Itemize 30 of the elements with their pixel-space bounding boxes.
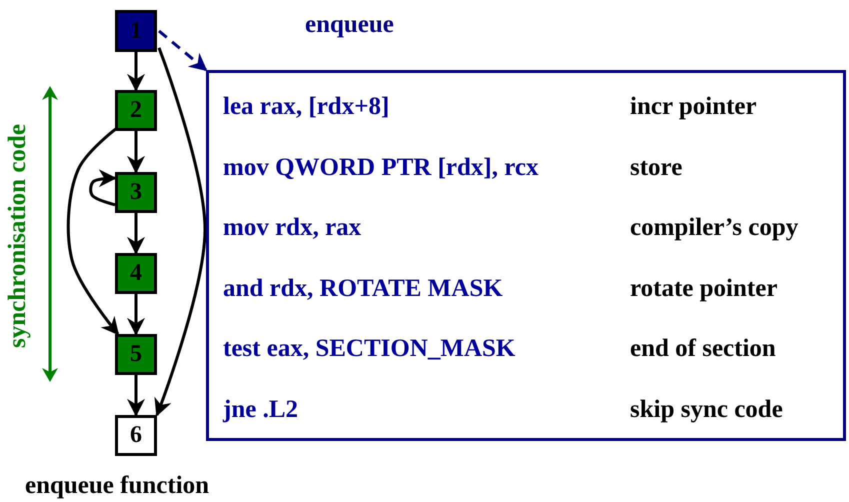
arrow	[154, 47, 206, 417]
code-comment: incr pointer	[630, 93, 757, 121]
assembly-instruction: test eax, SECTION_MASK	[223, 335, 516, 363]
assembly-instruction: mov rdx, rax	[223, 214, 362, 242]
code-comment: rotate pointer	[630, 274, 778, 302]
vertical-label: synchronisation code	[4, 123, 32, 350]
arrow	[127, 131, 145, 174]
code-comment: compiler’s copy	[630, 214, 798, 242]
assembly-instruction: mov QWORD PTR [rdx], rcx	[223, 154, 538, 182]
arrow	[89, 169, 117, 206]
code-comment: skip sync code	[630, 396, 783, 424]
arrow	[127, 375, 145, 417]
code-comment: store	[630, 154, 682, 182]
arrow	[127, 294, 145, 336]
diagram-caption: enqueue function	[25, 472, 210, 500]
panel-heading: enqueue	[305, 11, 394, 39]
arrow	[127, 213, 145, 255]
assembly-instruction: and rdx, ROTATE MASK	[223, 274, 503, 302]
assembly-instruction: jne .L2	[223, 396, 298, 424]
assembly-instruction: lea rax, [rdx+8]	[223, 93, 390, 121]
basic-block: 6	[115, 415, 157, 456]
code-comment: end of section	[630, 335, 776, 363]
basic-block: 4	[115, 253, 157, 294]
basic-block: 5	[115, 334, 157, 375]
basic-block: 2	[115, 90, 157, 131]
arrow	[158, 30, 208, 72]
basic-block: 1	[115, 10, 157, 52]
arrow	[66, 128, 120, 336]
arrow	[127, 52, 145, 92]
basic-block: 3	[115, 172, 157, 213]
